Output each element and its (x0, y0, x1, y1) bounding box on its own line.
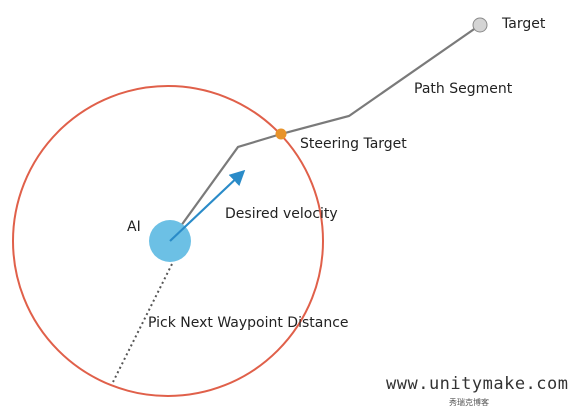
steering-target-label: Steering Target (300, 136, 407, 152)
pick-distance-label: Pick Next Waypoint Distance (148, 315, 349, 331)
desired-velocity-arrow (169, 169, 246, 242)
radius-distance-line (112, 263, 173, 383)
waypoint-radius-circle (12, 85, 324, 397)
desired-velocity-label: Desired velocity (225, 206, 338, 222)
watermark-subtitle: 秀瑞克博客 (449, 397, 489, 407)
watermark-url: www.unitymake.com (386, 374, 569, 394)
target-node (472, 17, 488, 33)
target-label: Target (501, 16, 546, 32)
ai-label: AI (127, 219, 141, 235)
steering-target-dot (275, 128, 287, 140)
path-segment-label: Path Segment (414, 81, 513, 97)
